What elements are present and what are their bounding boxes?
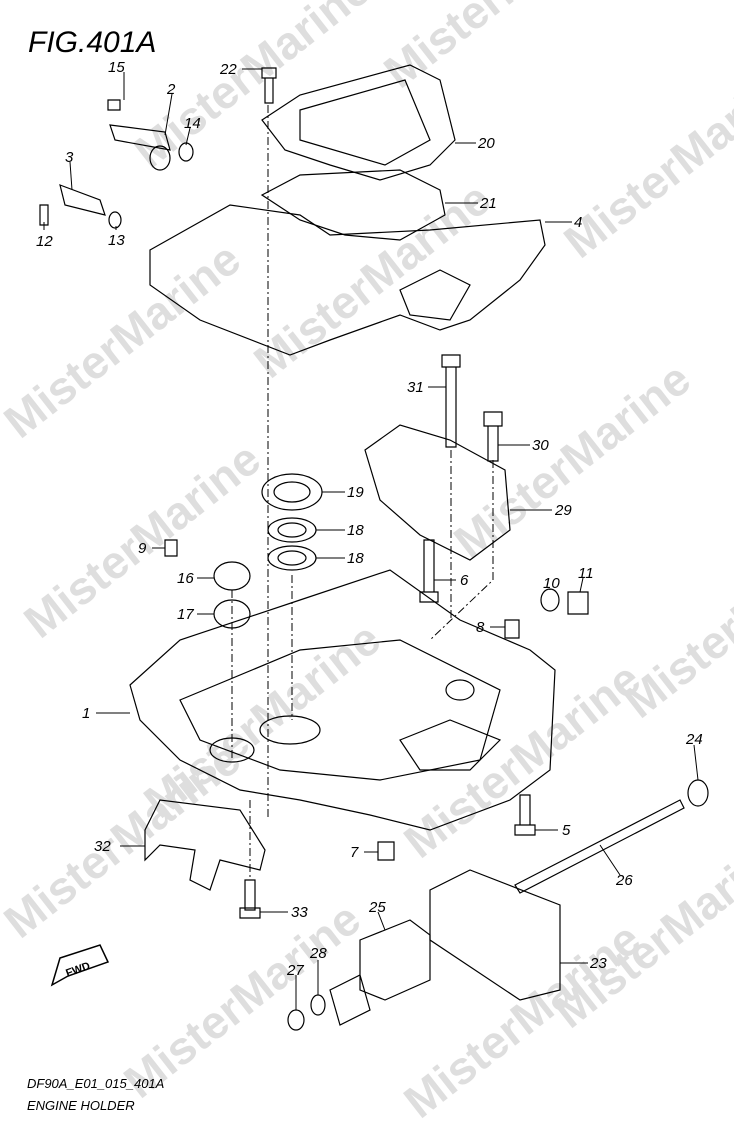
watermark: MisterMarine [0,732,250,948]
watermark: MisterMarine [124,0,380,178]
watermark: MisterMarine [554,52,734,268]
callout-32: 32 [94,838,111,855]
gasket-4 [149,204,546,356]
callout-6: 6 [460,572,469,589]
callout-27: 27 [286,962,304,979]
callout-21: 21 [479,195,497,212]
callout-3: 3 [65,149,74,166]
callout-18b: 18 [347,550,364,567]
parts-drawing [39,64,709,1031]
callout-19: 19 [347,484,364,501]
callout-14: 14 [184,115,201,132]
bolt-22 [261,67,277,104]
callout-11: 11 [578,565,594,582]
watermark: MisterMarine [444,352,700,568]
figure-code: DF90A_E01_015_401A [27,1076,164,1091]
callout-29: 29 [554,502,572,519]
callout-1: 1 [82,705,90,722]
callout-10: 10 [543,575,560,592]
figure-name: ENGINE HOLDER [27,1098,135,1113]
callout-31: 31 [407,379,424,396]
callout-28: 28 [309,945,327,962]
callout-33: 33 [291,904,308,921]
mount-25 [329,919,431,1026]
callout-2: 2 [166,81,176,98]
callout-24: 24 [685,731,703,748]
callout-16: 16 [177,570,194,587]
watermark: MisterMarine [0,232,250,448]
engine-holder-1 [129,569,556,831]
callout-20: 20 [477,135,495,152]
callout-23: 23 [589,955,607,972]
callout-15: 15 [108,59,125,76]
bracket-32 [144,799,266,891]
cover-20 [261,64,456,181]
figure-title: FIG.401A [28,26,156,59]
fwd-arrow-icon: FWD [50,944,110,987]
watermark: MisterMarine [374,0,630,98]
callout-13: 13 [108,232,125,249]
holder-29 [364,424,511,561]
callout-26: 26 [615,872,633,889]
callout-22: 22 [219,61,237,78]
bolt-31 [441,354,461,448]
callout-18: 18 [347,522,364,539]
callout-8: 8 [476,619,485,636]
callout-12: 12 [36,233,53,250]
callout-labels: 15 2 14 3 12 13 22 20 21 4 31 30 19 18 1… [36,59,703,1010]
callout-5: 5 [562,822,571,839]
callout-9: 9 [138,540,147,557]
callout-7: 7 [350,844,359,861]
callout-30: 30 [532,437,549,454]
callout-17: 17 [177,606,194,623]
callout-25: 25 [368,899,386,916]
watermark: MisterMarine [544,822,734,1038]
callout-4: 4 [574,214,582,231]
bolt-30 [483,411,503,462]
